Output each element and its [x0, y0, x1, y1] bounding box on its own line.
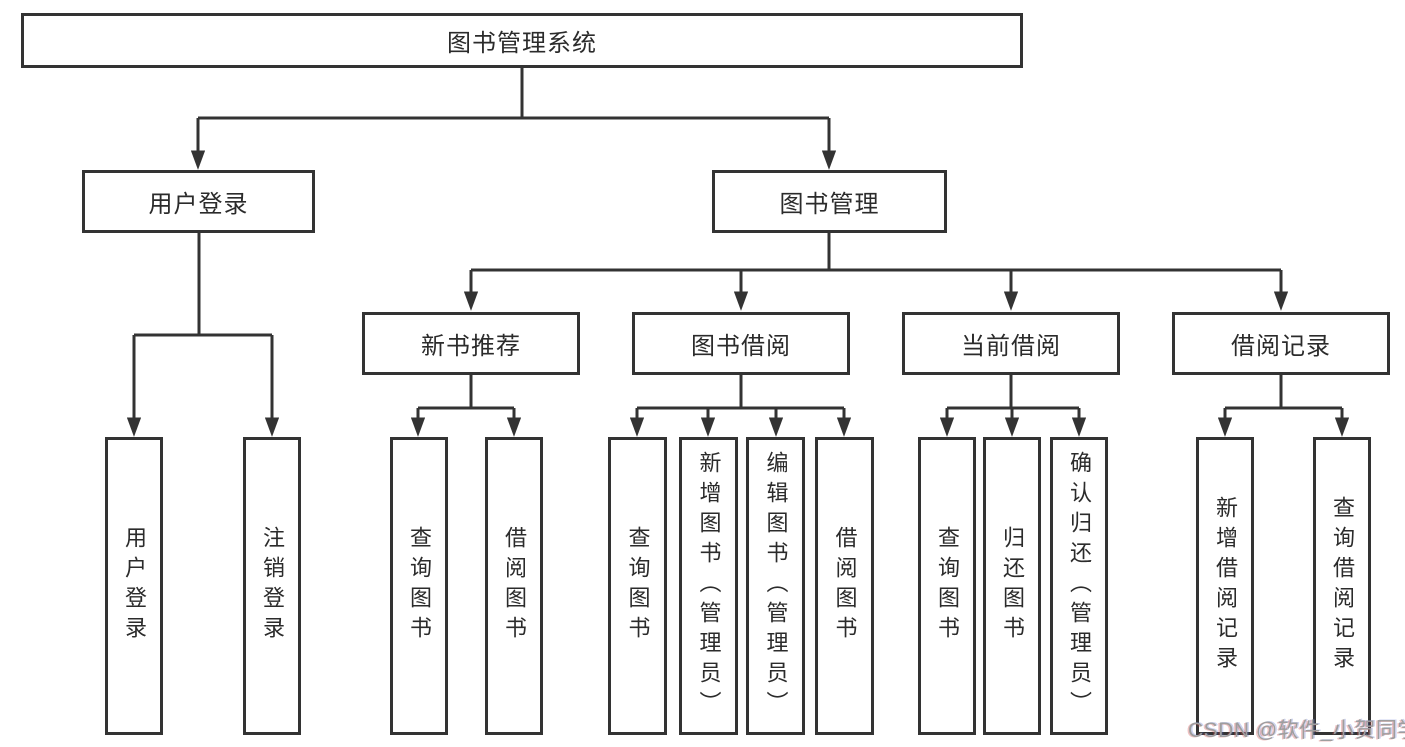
leaf-add-book-admin-label: 新增图书（管理员） — [696, 451, 722, 721]
leaf-query-book-recommend: 查询图书 — [390, 437, 448, 735]
node-root-label: 图书管理系统 — [447, 30, 597, 57]
leaf-logout-label: 注销登录 — [260, 526, 285, 646]
leaf-query-book-borrow: 查询图书 — [608, 437, 667, 735]
node-user-login: 用户登录 — [82, 170, 315, 233]
leaf-return-book-label: 归还图书 — [1000, 526, 1025, 646]
node-current-borrow: 当前借阅 — [902, 312, 1120, 375]
leaf-query-book-current: 查询图书 — [918, 437, 976, 735]
node-new-book-recommend-label: 新书推荐 — [421, 333, 521, 360]
leaf-borrow-book-label: 借阅图书 — [832, 526, 858, 646]
leaf-query-book-borrow-label: 查询图书 — [625, 526, 651, 646]
leaf-confirm-return-admin: 确认归还（管理员） — [1050, 437, 1108, 735]
leaf-borrow-book-recommend-label: 借阅图书 — [502, 526, 527, 646]
node-current-borrow-label: 当前借阅 — [961, 333, 1061, 360]
leaf-user-login: 用户登录 — [105, 437, 163, 735]
node-borrow-records-label: 借阅记录 — [1231, 333, 1331, 360]
watermark-text: CSDN @软件_小贺同学 — [1188, 719, 1405, 742]
node-borrow-records: 借阅记录 — [1172, 312, 1390, 375]
leaf-borrow-book-recommend: 借阅图书 — [485, 437, 543, 735]
node-user-login-label: 用户登录 — [148, 191, 249, 218]
node-new-book-recommend: 新书推荐 — [362, 312, 580, 375]
leaf-query-borrow-record-label: 查询借阅记录 — [1330, 496, 1355, 676]
leaf-query-book-current-label: 查询图书 — [935, 526, 960, 646]
leaf-user-login-label: 用户登录 — [122, 526, 147, 646]
leaf-edit-book-admin-label: 编辑图书（管理员） — [763, 451, 789, 721]
leaf-query-borrow-record: 查询借阅记录 — [1313, 437, 1371, 735]
node-book-borrow: 图书借阅 — [632, 312, 850, 375]
leaf-return-book: 归还图书 — [983, 437, 1041, 735]
leaf-confirm-return-admin-label: 确认归还（管理员） — [1067, 451, 1092, 721]
node-book-management: 图书管理 — [712, 170, 947, 233]
node-book-management-label: 图书管理 — [779, 191, 880, 218]
node-book-borrow-label: 图书借阅 — [691, 333, 791, 360]
leaf-borrow-book: 借阅图书 — [815, 437, 874, 735]
leaf-logout: 注销登录 — [243, 437, 301, 735]
leaf-add-book-admin: 新增图书（管理员） — [679, 437, 738, 735]
leaf-query-book-recommend-label: 查询图书 — [407, 526, 432, 646]
leaf-add-borrow-record: 新增借阅记录 — [1196, 437, 1254, 735]
leaf-add-borrow-record-label: 新增借阅记录 — [1213, 496, 1238, 676]
leaf-edit-book-admin: 编辑图书（管理员） — [746, 437, 805, 735]
node-root: 图书管理系统 — [21, 13, 1023, 68]
